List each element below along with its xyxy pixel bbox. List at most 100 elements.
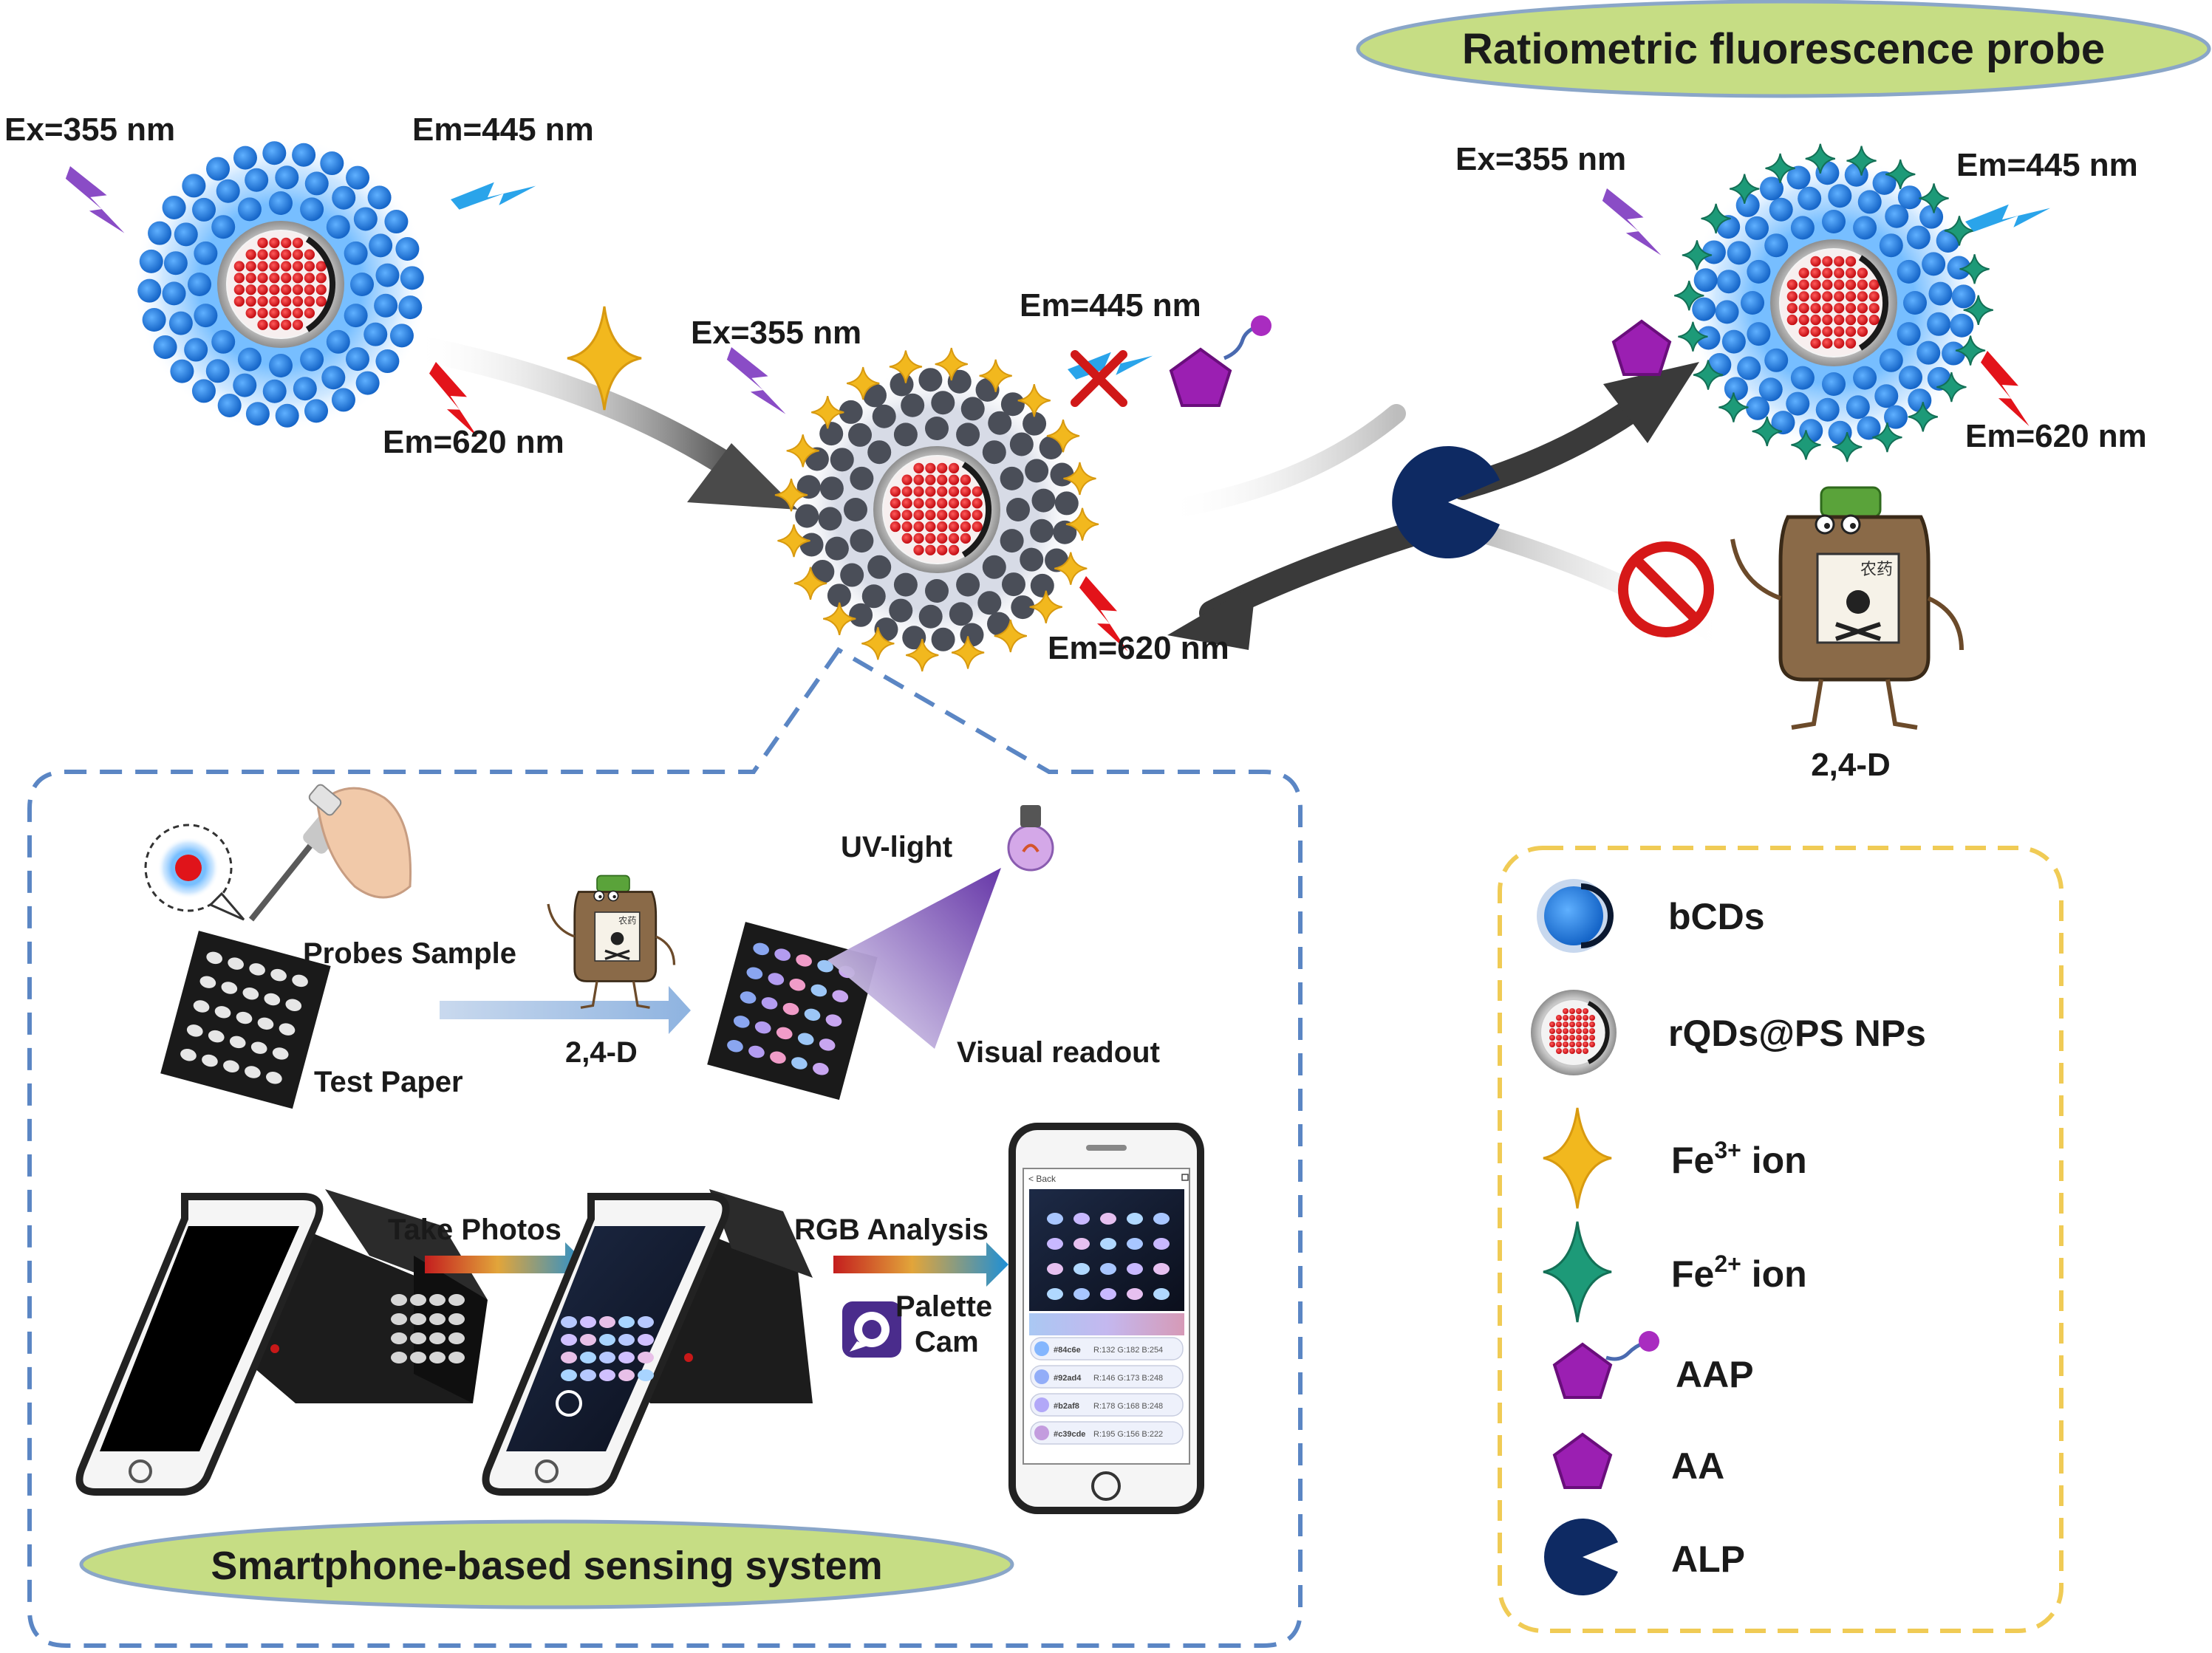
share-icon[interactable]	[1181, 1174, 1189, 1181]
quenched-bcd-dot	[1001, 572, 1025, 597]
app-back-button[interactable]: < Back	[1028, 1174, 1056, 1184]
test-paper-fluorescent	[707, 922, 878, 1101]
rqd-dot	[901, 474, 912, 485]
test-well	[208, 1030, 225, 1043]
smartphone-holder-2	[482, 1189, 813, 1496]
em-blue-label: Em=445 nm	[1020, 287, 1201, 324]
quenched-bcd-dot	[1025, 459, 1049, 483]
rqd-dot	[948, 486, 960, 497]
test-well	[199, 976, 216, 988]
rgb-row[interactable]	[1030, 1421, 1184, 1445]
test-well	[768, 973, 785, 985]
test-well	[825, 1014, 842, 1027]
fe3-star-icon	[935, 347, 968, 381]
bcd-dot	[142, 308, 166, 332]
rqd-dot	[972, 521, 983, 533]
rqd-dot	[925, 544, 936, 555]
purple-bolt-icon	[65, 166, 125, 233]
fe2-star-icon	[1959, 254, 1990, 284]
test-well	[448, 1332, 465, 1344]
pesticide-bottle-icon: 农药	[547, 875, 676, 1009]
bcd-dot	[384, 210, 409, 234]
fe3-star-icon	[846, 366, 880, 400]
rqd-dot	[281, 307, 292, 319]
bcd-dot	[191, 379, 216, 403]
rgb-row[interactable]	[1030, 1337, 1184, 1361]
test-well	[1127, 1238, 1143, 1250]
rqd-dot	[890, 510, 901, 521]
rqd-dot	[1845, 303, 1857, 314]
test-well	[580, 1352, 596, 1363]
fe2-star-icon	[1805, 143, 1836, 174]
fe3-star-icon	[777, 524, 810, 558]
bcd-dot	[1908, 389, 1932, 413]
test-well	[782, 1002, 799, 1016]
rqd-dot	[1798, 279, 1809, 290]
rqd-dot	[1822, 291, 1833, 302]
test-well	[186, 1024, 203, 1037]
legend-label: Fe2+ ion	[1671, 1250, 1807, 1295]
rqd-dot	[913, 498, 924, 509]
test-paper	[160, 931, 331, 1109]
rgb-row[interactable]	[1030, 1365, 1184, 1389]
rqd-dot	[901, 521, 912, 533]
fe2-star-icon	[1718, 392, 1749, 422]
rqd-dot	[292, 319, 304, 330]
fe2-star-icon	[1885, 159, 1916, 190]
bcd-dot	[389, 324, 414, 348]
rqd-dot	[937, 474, 948, 485]
rgb-swatch	[1034, 1426, 1049, 1440]
fe2-star-icon	[1678, 321, 1708, 352]
bcd-dot	[326, 329, 350, 354]
rgb-row[interactable]	[1030, 1393, 1184, 1417]
test-well	[618, 1334, 635, 1346]
rqd-dot	[901, 498, 912, 509]
rqd-dot	[1857, 279, 1868, 290]
bcd-dot	[211, 215, 236, 239]
rqd-dot	[925, 533, 936, 544]
bcd-dot	[1798, 186, 1822, 211]
quenched-bcd-dot	[1020, 547, 1044, 572]
rqd-dot	[960, 533, 972, 544]
bcd-dot	[1879, 233, 1903, 258]
quenched-bcd-dot	[889, 598, 913, 623]
bcd-dot	[233, 373, 257, 397]
rqd-dot	[257, 319, 268, 330]
rqd-dot	[1810, 314, 1821, 326]
legend-box	[1498, 846, 2063, 1633]
palette-cam-app-icon	[842, 1301, 901, 1358]
bcd-dot	[245, 402, 270, 426]
test-well	[599, 1369, 615, 1381]
test-well	[776, 1027, 793, 1040]
test-well	[638, 1352, 654, 1363]
bcd-dot	[1928, 281, 1953, 306]
bcd-dot	[1764, 233, 1789, 258]
rqd-dot	[890, 486, 901, 497]
quenched-bcd-dot	[918, 604, 943, 629]
alp-enzyme-icon	[1544, 1519, 1618, 1595]
test-well	[810, 984, 827, 997]
fe2-star-icon	[1832, 431, 1863, 462]
test-well	[1100, 1213, 1116, 1225]
bcd-dot	[326, 215, 350, 239]
test-well	[285, 999, 302, 1011]
home-button[interactable]	[1091, 1471, 1121, 1501]
test-well	[391, 1352, 407, 1363]
bcd-dot	[300, 347, 324, 372]
rqd-dot	[1810, 326, 1821, 338]
rqd-dot	[292, 295, 304, 307]
bcd-dot	[1903, 291, 1927, 315]
legend-item-aap: AAP	[1552, 1331, 1754, 1399]
bcd-dot	[1951, 284, 1976, 309]
bcd-dot	[1884, 405, 1908, 429]
legend-item-fe2: Fe2+ ion	[1543, 1221, 1807, 1323]
rqd-dot	[960, 486, 972, 497]
test-well	[391, 1313, 407, 1325]
rqd-dot	[925, 486, 936, 497]
quenched-bcd-dot	[827, 583, 851, 608]
bcd-dot	[1692, 297, 1716, 321]
rgb-analysis-label: RGB Analysis	[794, 1214, 989, 1246]
fe2-star-icon	[1955, 335, 1986, 366]
rqd-dot	[1786, 279, 1798, 290]
quenched-bcd-dot	[1011, 595, 1035, 620]
